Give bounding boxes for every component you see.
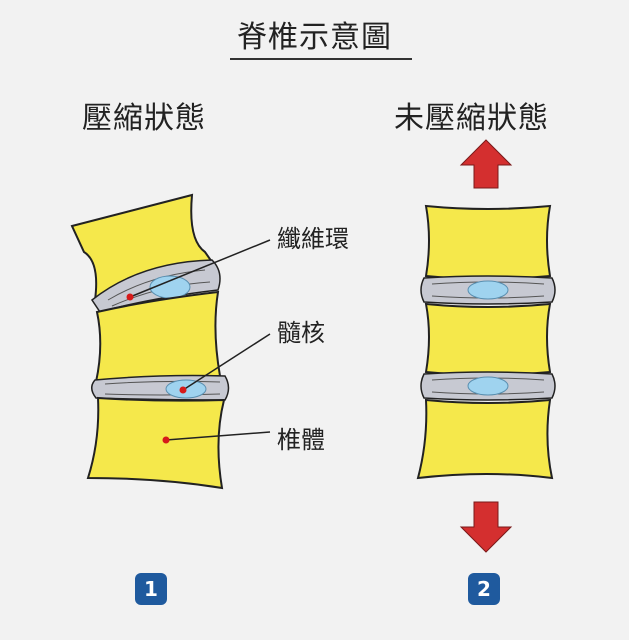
annulus-marker [126,293,134,301]
panel-number-2: 2 [468,573,500,605]
annulus-label: 纖維環 [277,225,349,253]
page-title: 脊椎示意圖 [237,20,392,55]
disc-bottom-left [91,374,230,401]
vertebra-middle-right [424,302,552,376]
arrow-up-icon [459,139,513,189]
title-underline [230,58,412,60]
nucleus-bottom-right [467,376,509,396]
panel-number-1: 1 [135,573,167,605]
arrow-down-icon [459,501,513,553]
uncompressed-spine [416,139,556,553]
vertebra-top-right [424,204,552,280]
vertebra-bottom-right [416,398,554,480]
nucleus-top-right [467,280,509,300]
disc-bottom-right [420,371,556,401]
nucleus-marker [179,386,187,394]
compressed-spine [70,193,271,490]
vertebra-bottom-left [86,396,226,490]
body-marker [162,436,170,444]
disc-top-right [420,275,556,305]
nucleus-label: 髓核 [277,319,325,347]
compressed-heading: 壓縮狀態 [82,101,206,136]
uncompressed-heading: 未壓縮狀態 [394,101,549,136]
vertebral-body-label: 椎體 [277,426,325,454]
